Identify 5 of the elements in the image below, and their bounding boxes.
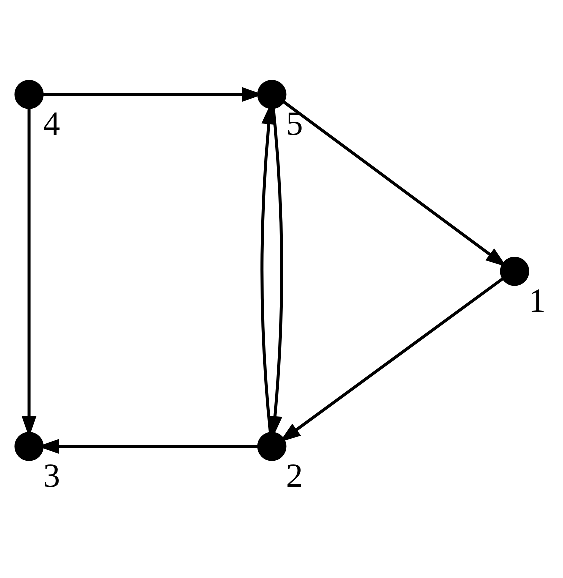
node-label: 1 [528, 282, 546, 320]
node-label: 3 [43, 457, 60, 494]
node-label: 2 [286, 457, 304, 494]
node-label: 4 [43, 105, 60, 142]
node-label: 5 [286, 105, 304, 142]
